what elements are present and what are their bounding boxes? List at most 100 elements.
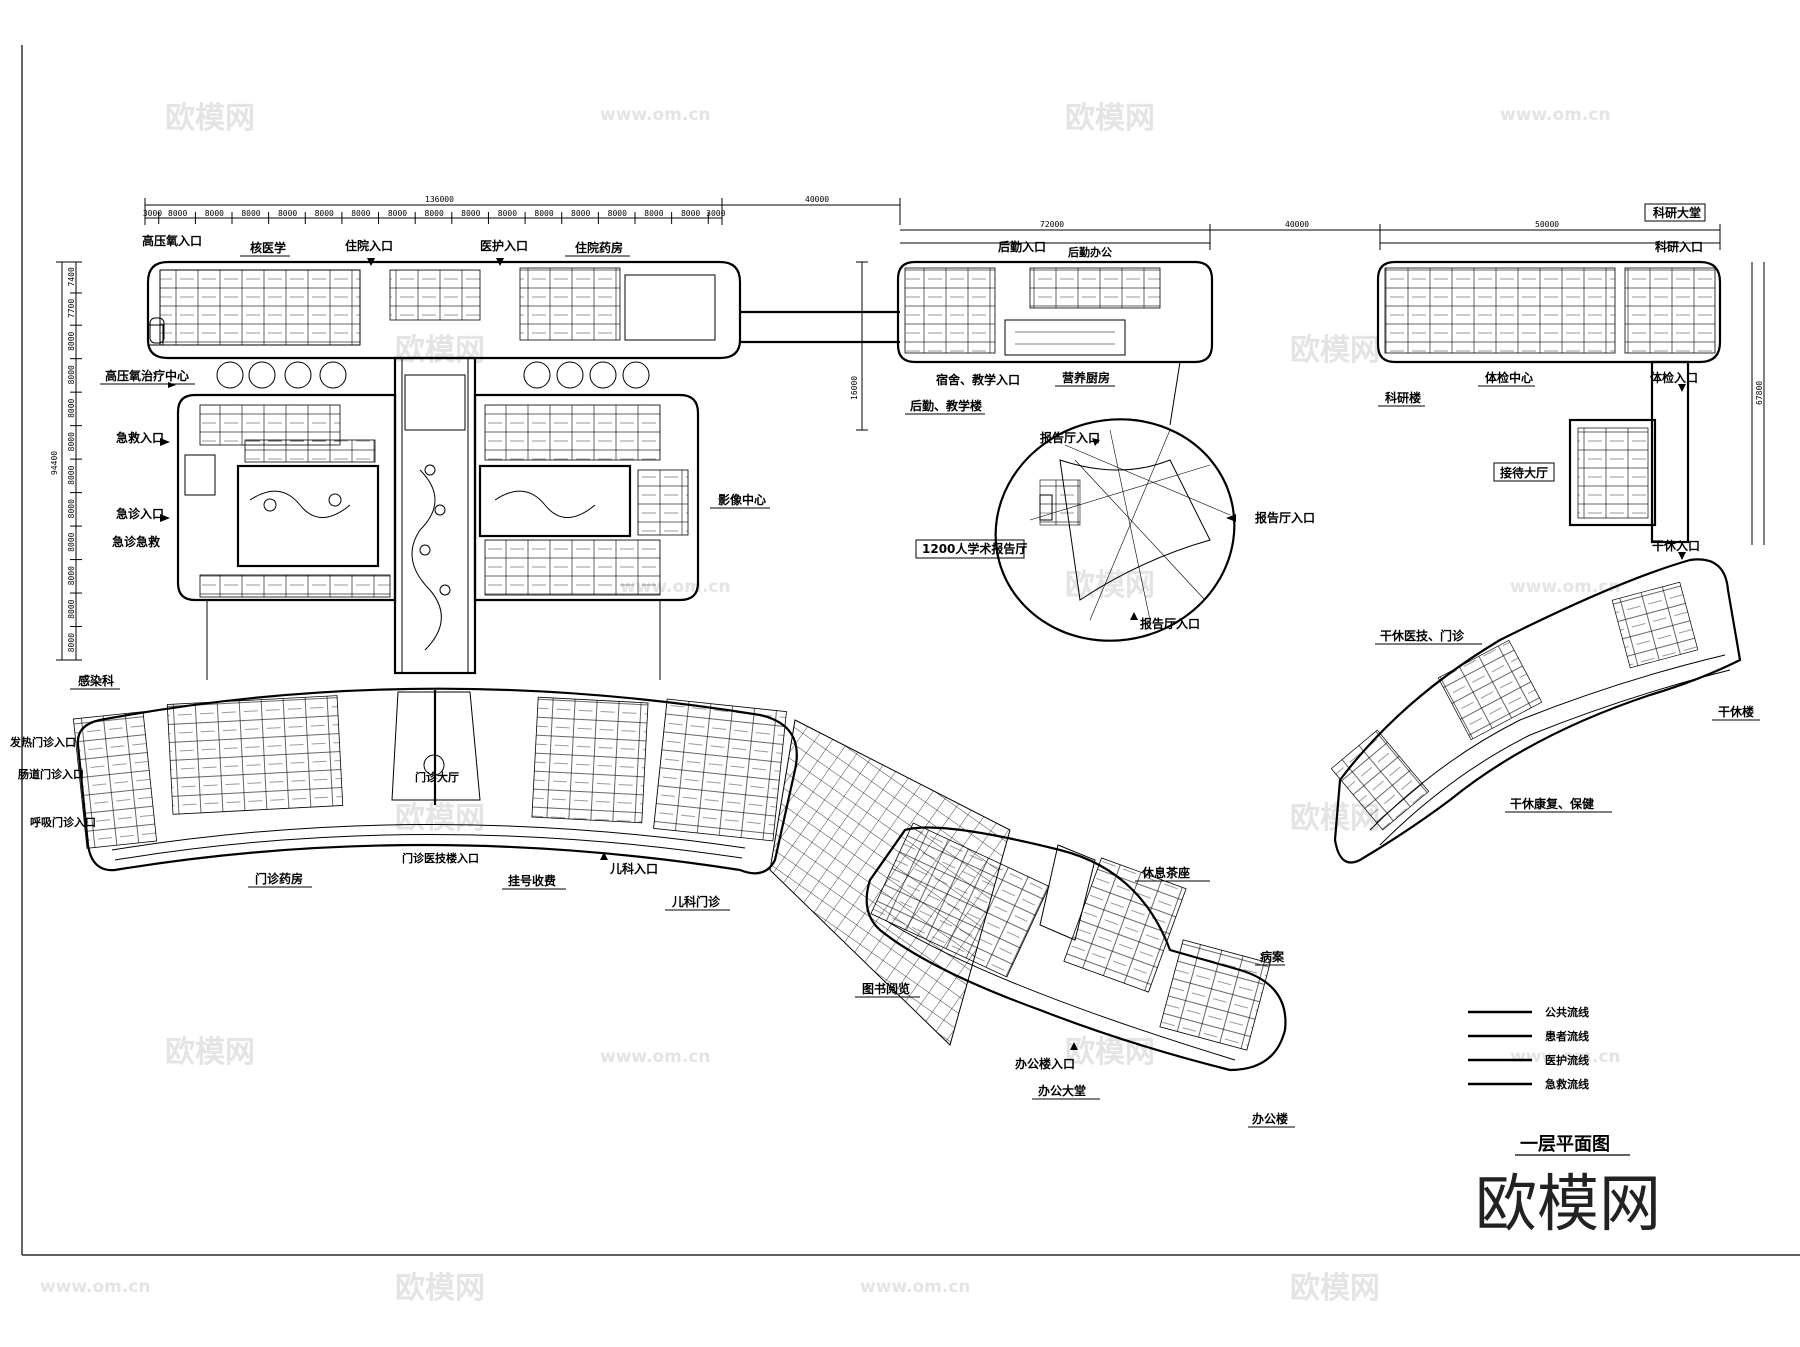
svg-text:欧模网: 欧模网 [1290, 333, 1380, 368]
label-rest-tea: 休息茶座 [1141, 865, 1190, 880]
top-dimension-segment: 8000 [644, 209, 663, 218]
label-academic-hall: 1200人学术报告厅 [922, 541, 1027, 556]
office-building [865, 822, 1287, 1072]
label-office-building: 办公楼 [1252, 1111, 1288, 1126]
emergency-block [176, 393, 397, 602]
label-pediatrics-entrance: 儿科入口 [609, 861, 658, 876]
watermark-layer: 欧模网 www.om.cn 欧模网 www.om.cn 欧模网 欧模网 www.… [40, 101, 1621, 1306]
label-lecture-entrance-east: 报告厅入口 [1255, 510, 1315, 525]
label-underlines [70, 203, 1760, 1128]
svg-text:94400: 94400 [50, 451, 59, 475]
research-building [1376, 260, 1722, 544]
top-dimension-segment: 3000 [706, 209, 725, 218]
left-dimension-segment: 7700 [67, 299, 76, 318]
label-imaging-center: 影像中心 [718, 492, 766, 507]
legend-patient-flow: 患者流线 [1545, 1029, 1589, 1043]
label-logistics-entrance: 后勤入口 [998, 239, 1046, 254]
svg-text:67800: 67800 [1755, 381, 1764, 405]
room-labels: 高压氧入口 核医学 住院入口 医护入口 住院药房 高压氧治疗中心 急救入口 急诊… [9, 205, 1754, 1126]
svg-text:www.om.cn: www.om.cn [600, 105, 711, 125]
left-dimension-segment: 8000 [67, 532, 76, 551]
top-dimension-segment: 8000 [461, 209, 480, 218]
svg-text:www.om.cn: www.om.cn [40, 1277, 151, 1297]
label-inpatient-pharmacy: 住院药房 [575, 240, 623, 255]
svg-text:40000: 40000 [1285, 220, 1309, 229]
svg-text:欧模网: 欧模网 [1290, 1271, 1380, 1306]
entrance-arrows [160, 258, 1686, 1050]
top-dimension-segment: 8000 [351, 209, 370, 218]
main-building-top-bar [146, 260, 742, 360]
label-outpatient-hall: 门诊大厅 [415, 770, 459, 784]
legend-staff-flow: 医护流线 [1545, 1053, 1589, 1067]
top-dimension-research: 50000 [1380, 220, 1721, 250]
svg-text:16000: 16000 [850, 376, 859, 400]
label-checkup-entrance: 体检入口 [1650, 370, 1698, 385]
svg-text:www.om.cn: www.om.cn [1500, 105, 1611, 125]
svg-text:www.om.cn: www.om.cn [1510, 577, 1621, 597]
top-dimension-segment: 8000 [241, 209, 260, 218]
right-dimension: 67800 [1751, 262, 1765, 545]
left-dimension: 94400 7400770080008000800080008000800080… [50, 261, 82, 661]
label-dorm-teaching-entrance: 宿舍、教学入口 [936, 372, 1020, 387]
top-dimension-segment: 8000 [168, 209, 187, 218]
top-dimension-segment: 8000 [571, 209, 590, 218]
label-outpatient-pharmacy: 门诊药房 [255, 871, 303, 886]
label-cadre-clinic: 干休医技、门诊 [1380, 628, 1465, 643]
left-dimension-segment: 8000 [67, 633, 76, 652]
top-dimension-logistics: 72000 40000 [900, 220, 1381, 250]
top-dimension-segment: 8000 [278, 209, 297, 218]
mid-dimension: 16000 [850, 261, 868, 431]
label-outpatient-tech-entrance: 门诊医技楼入口 [402, 851, 479, 865]
label-respiratory-clinic-entrance: 呼吸门诊入口 [30, 815, 96, 829]
label-hyperbaric-center: 高压氧治疗中心 [105, 368, 189, 383]
label-medical-records: 病案 [1260, 949, 1285, 964]
svg-text:欧模网: 欧模网 [1065, 1035, 1155, 1070]
label-checkup-center: 体检中心 [1485, 370, 1533, 385]
outpatient-arc-building [72, 687, 798, 875]
left-dimension-segment: 8000 [67, 499, 76, 518]
brand-logo: 欧模网 [1475, 1167, 1661, 1240]
label-intestinal-clinic-entrance: 肠道门诊入口 [18, 767, 84, 781]
label-logistics-office: 后勤办公 [1068, 245, 1112, 259]
label-er-entrance: 急诊入口 [116, 506, 164, 521]
label-lecture-entrance-north: 报告厅入口 [1040, 430, 1100, 445]
lecture-hall [994, 418, 1236, 642]
label-nuclear-medicine: 核医学 [250, 240, 286, 255]
top-dimension-segment: 8000 [608, 209, 627, 218]
svg-text:欧模网: 欧模网 [1065, 101, 1155, 136]
label-emergency-rescue: 急诊急救 [112, 534, 160, 549]
legend-emergency-flow: 急救流线 [1545, 1077, 1589, 1091]
label-high-oxygen-entrance: 高压氧入口 [142, 233, 202, 248]
svg-text:欧模网: 欧模网 [395, 1271, 485, 1306]
svg-text:欧模网: 欧模网 [395, 333, 485, 368]
label-inpatient-entrance: 住院入口 [345, 238, 393, 253]
hyperbaric-chambers [216, 361, 650, 389]
left-dimension-segment: 8000 [67, 465, 76, 484]
imaging-block [473, 393, 700, 602]
top-dimension-segment: 3000 [143, 209, 162, 218]
label-emergency-entrance: 急救入口 [116, 430, 164, 445]
label-pediatrics-clinic: 儿科门诊 [671, 894, 721, 909]
svg-text:欧模网: 欧模网 [165, 101, 255, 136]
left-dimension-segment: 8000 [67, 331, 76, 350]
label-office-lobby: 办公大堂 [1038, 1083, 1086, 1098]
label-medical-staff-entrance: 医护入口 [480, 238, 528, 253]
svg-text:50000: 50000 [1535, 220, 1559, 229]
label-logistics-teaching-building: 后勤、教学楼 [910, 398, 982, 413]
label-lecture-entrance-south: 报告厅入口 [1140, 616, 1200, 631]
left-dimension-segment: 8000 [67, 432, 76, 451]
svg-text:136000: 136000 [425, 195, 454, 204]
top-dimension-segment: 8000 [681, 209, 700, 218]
top-dimension-segment: 8000 [315, 209, 334, 218]
left-dimension-segment: 8000 [67, 365, 76, 384]
svg-text:40000: 40000 [805, 195, 829, 204]
top-dimension-segment: 8000 [425, 209, 444, 218]
label-cadre-building: 干休楼 [1718, 704, 1754, 719]
svg-text:欧模网: 欧模网 [165, 1035, 255, 1070]
label-cadre-entrance: 干休入口 [1652, 538, 1700, 553]
svg-text:www.om.cn: www.om.cn [860, 1277, 971, 1297]
legend: 公共流线 患者流线 医护流线 急救流线 [1468, 1005, 1589, 1091]
left-dimension-segment: 8000 [67, 398, 76, 417]
left-dimension-segment: 8000 [67, 566, 76, 585]
